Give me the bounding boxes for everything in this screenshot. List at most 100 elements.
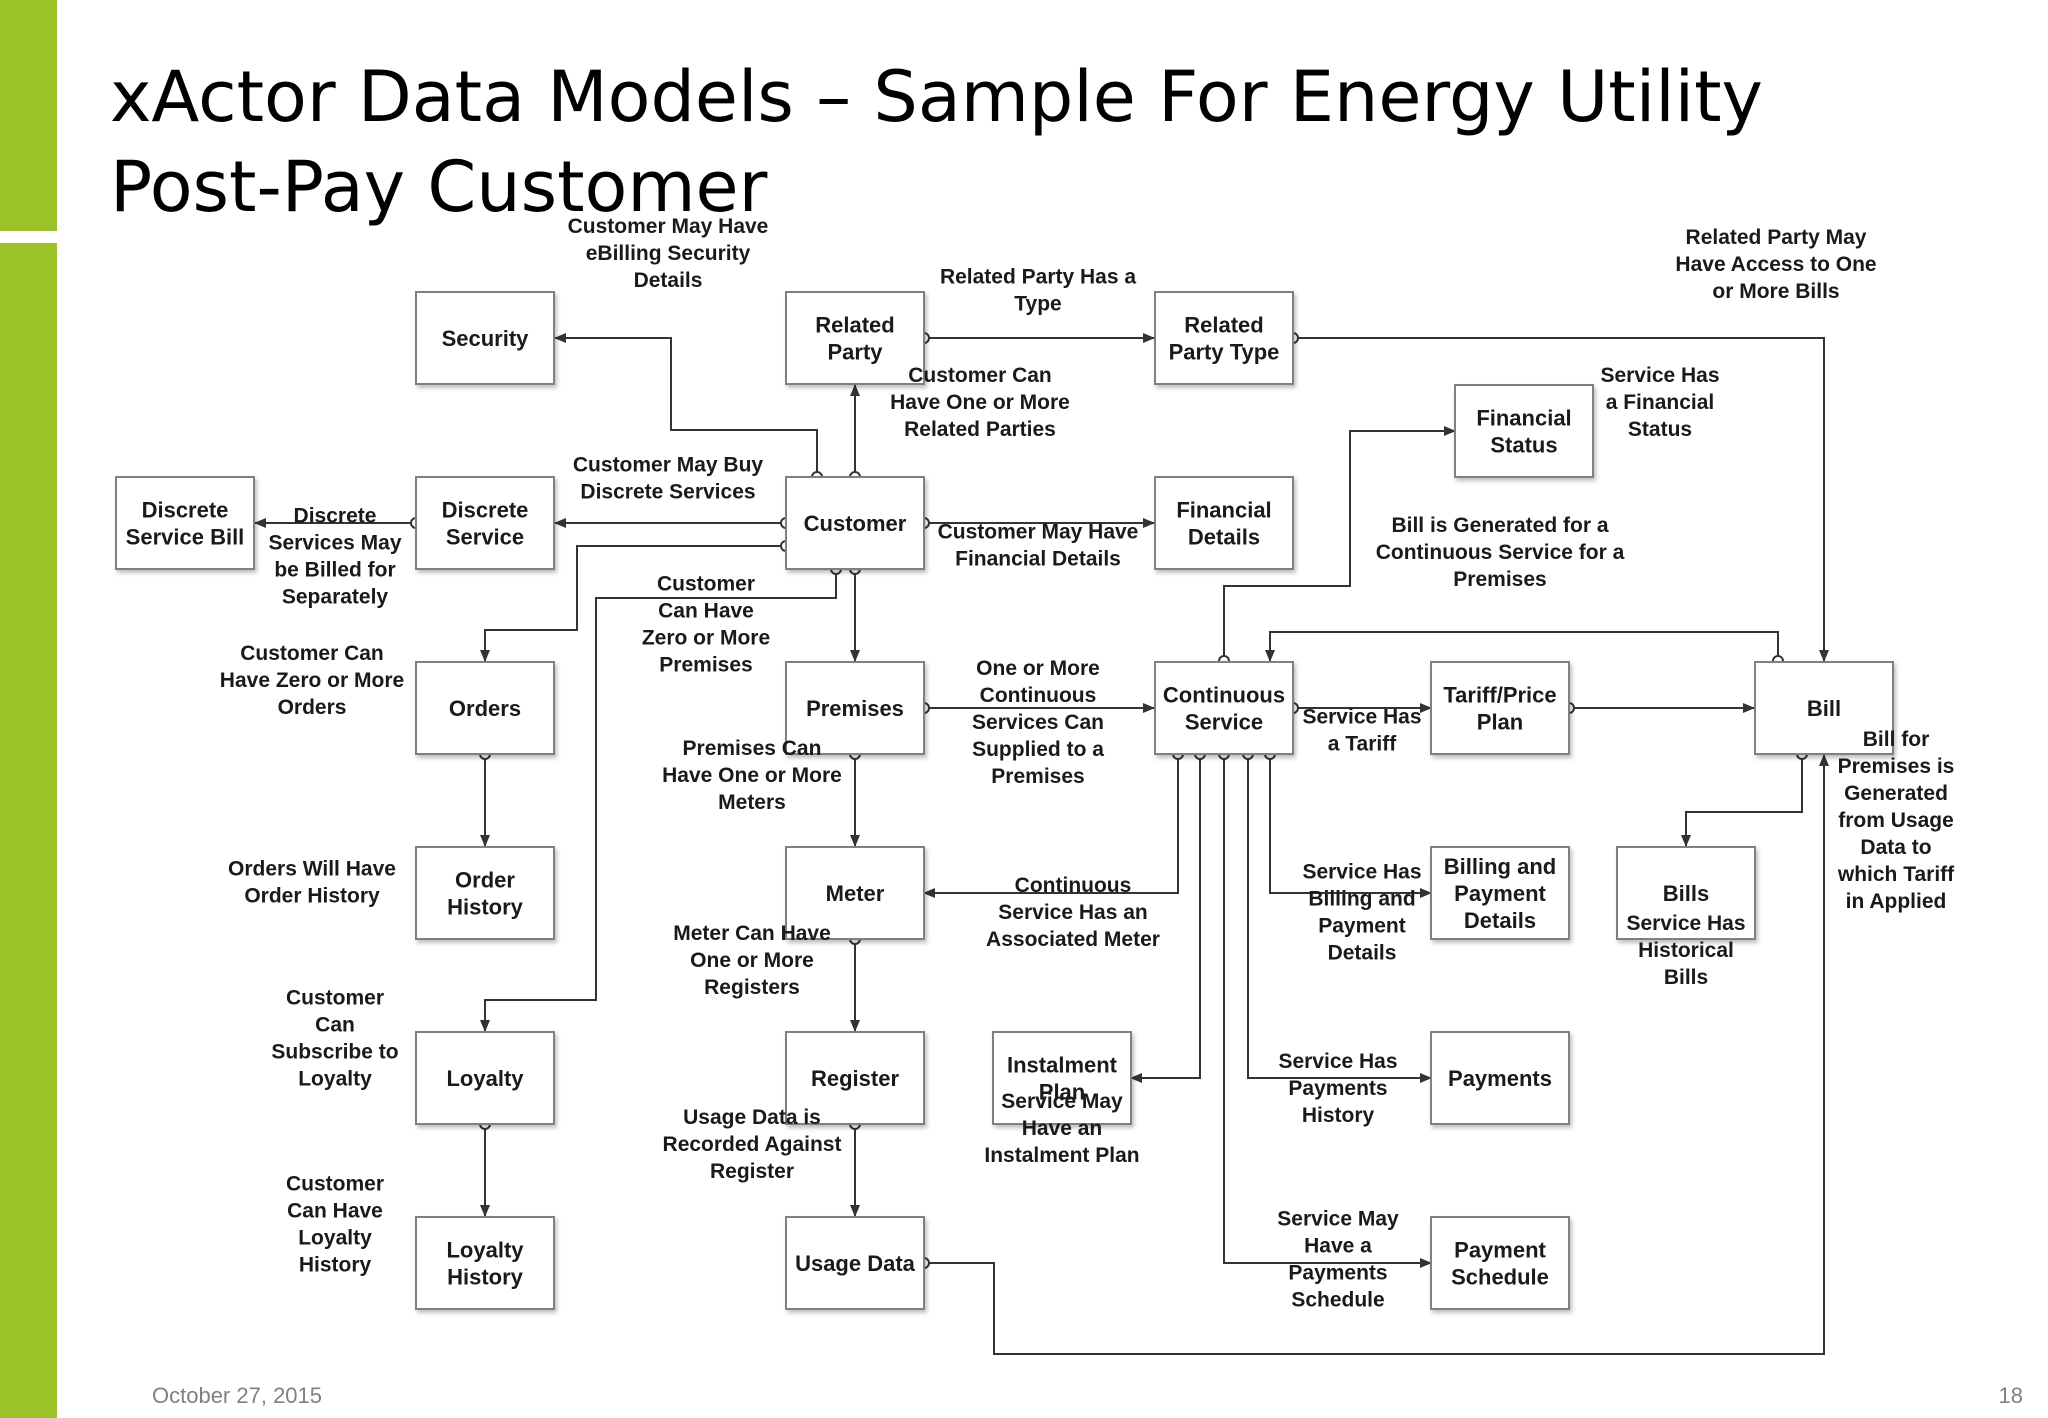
footer-date: October 27, 2015 xyxy=(152,1383,323,1408)
entity-label: Service Bill xyxy=(126,525,245,550)
relationship-label: Orders xyxy=(278,696,347,719)
relationship-label: Customer May Have xyxy=(938,521,1139,544)
relationship-label: Premises Can xyxy=(683,737,822,760)
relationship-label: Premises is xyxy=(1838,755,1955,778)
relationship-label: One or More xyxy=(976,657,1100,680)
relationship-label: Customer May Have xyxy=(568,215,769,238)
relationship-label: Subscribe to xyxy=(271,1041,398,1064)
relationship-label: Loyalty xyxy=(298,1068,372,1091)
connector-orders-to-order-history xyxy=(479,748,491,847)
accent-bar-bottom xyxy=(0,243,57,1418)
accent-bar-top xyxy=(0,0,57,231)
relationship-label: Service Has xyxy=(1626,912,1745,935)
entity-label: Party xyxy=(827,340,883,365)
relationship-label: Type xyxy=(1014,293,1061,316)
relationship-label: Premises xyxy=(1453,568,1546,591)
relationship-label: Services Can xyxy=(972,711,1104,734)
relationship-label: Payments xyxy=(1288,1262,1387,1285)
entity-label: Service xyxy=(1185,710,1263,735)
relationship-label: Customer xyxy=(286,987,384,1010)
relationship-label: Services May xyxy=(268,532,401,555)
relationship-label: Discrete Services xyxy=(580,481,755,504)
relationship-label: Discrete xyxy=(294,505,377,528)
relationship-label: which Tariff xyxy=(1837,863,1955,886)
relationship-label: Have Zero or More xyxy=(220,669,404,692)
relationship-label: Have One or More xyxy=(662,764,842,787)
relationship-label: Service Has xyxy=(1278,1050,1397,1073)
entity-label: Order xyxy=(455,868,515,893)
relationship-label: History xyxy=(299,1254,372,1277)
connector-tariff-to-bill xyxy=(1563,702,1755,714)
relationship-label: a Tariff xyxy=(1328,733,1397,756)
entity-label: Payment xyxy=(1454,881,1546,906)
relationship-label: Payment xyxy=(1318,915,1406,938)
entity-label: Tariff/Price xyxy=(1443,683,1556,708)
connector-register-to-usage-data xyxy=(849,1118,861,1217)
relationship-label: Have an xyxy=(1022,1117,1103,1140)
relationship-label: in Applied xyxy=(1846,890,1947,913)
entity-bill: Bill xyxy=(1754,661,1894,755)
relationship-label: Have One or More xyxy=(890,391,1070,414)
relationship-label: Continuous Service for a xyxy=(1376,541,1625,564)
connector-customer-to-premises xyxy=(849,563,861,662)
relationship-label: Related Party May xyxy=(1686,226,1867,249)
entity-label: History xyxy=(447,1265,524,1290)
relationship-label: Instalment Plan xyxy=(984,1144,1139,1167)
entity-label: Financial xyxy=(1476,406,1571,431)
entity-label: Meter xyxy=(826,881,885,906)
connector-customer-to-related-party xyxy=(849,384,861,483)
entity-label: Orders xyxy=(449,696,521,721)
relationship-label: Service May xyxy=(1001,1090,1123,1113)
relationship-label: Details xyxy=(634,269,703,292)
relationship-label: Customer Can xyxy=(908,364,1052,387)
relationship-label: Premises xyxy=(991,765,1084,788)
entity-label: Schedule xyxy=(1451,1265,1549,1290)
entity-label: Discrete xyxy=(442,498,529,523)
relationship-label: Bill for xyxy=(1863,728,1930,751)
relationship-label: Orders Will Have xyxy=(228,858,396,881)
relationship-label: Continuous xyxy=(1015,874,1132,897)
relationship-label: Associated Meter xyxy=(986,928,1160,951)
connector-continuous-service-to-payments xyxy=(1242,748,1432,1083)
entity-premises: Premises xyxy=(785,661,925,755)
entity-label: Bill xyxy=(1807,696,1841,721)
connector-bill-to-bills xyxy=(1681,748,1808,847)
entity-loyalty: Loyalty xyxy=(415,1031,555,1125)
entity-label: Loyalty xyxy=(446,1066,524,1091)
relationship-label: Schedule xyxy=(1291,1289,1384,1312)
entity-label: Plan xyxy=(1039,1080,1085,1105)
entity-payments: Payments xyxy=(1430,1031,1570,1125)
relationship-label: Related Parties xyxy=(904,418,1056,441)
connector-continuous-service-to-payment-schedule xyxy=(1218,748,1432,1268)
relationship-label: Data to xyxy=(1860,836,1931,859)
title-line-2: Post-Pay Customer xyxy=(110,146,768,228)
entity-label: Bills xyxy=(1663,881,1709,906)
entity-label: Billing and xyxy=(1444,854,1556,879)
connector-premises-to-meter xyxy=(849,748,861,847)
entity-orders: Orders xyxy=(415,661,555,755)
slide-title: xActor Data Models – Sample For Energy U… xyxy=(110,52,1763,232)
entity-label: Discrete xyxy=(142,498,229,523)
relationship-label: Service Has xyxy=(1302,861,1421,884)
entity-usage-data: Usage Data xyxy=(785,1216,925,1310)
